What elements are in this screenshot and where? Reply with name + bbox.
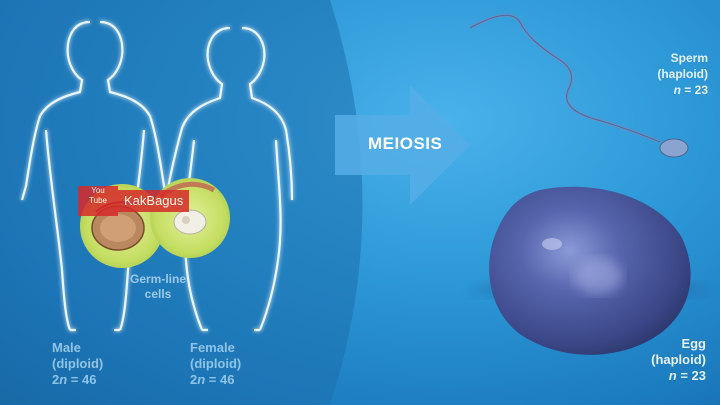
germ-line-label: Germ-line cells <box>118 272 198 302</box>
egg-n-var: n <box>668 368 677 383</box>
sperm-cell <box>469 13 689 158</box>
sperm-n-var: n <box>673 83 681 97</box>
sperm-ploidy: n = 23 <box>657 82 708 98</box>
germ-line-line2: cells <box>144 287 172 301</box>
male-line2: (diploid) <box>52 356 104 371</box>
male-ploidy: 2n = 46 <box>52 372 103 388</box>
sperm-label: Sperm (haploid) n = 23 <box>657 50 708 98</box>
male-n-suffix: = 46 <box>67 372 97 387</box>
female-ploidy: 2n = 46 <box>190 372 241 388</box>
egg-n-suffix: = 23 <box>676 368 706 383</box>
female-n-prefix: 2 <box>190 372 198 387</box>
egg-label: Egg (haploid) n = 23 <box>651 336 706 384</box>
logo-line2: Tube <box>89 196 107 205</box>
female-n-suffix: = 46 <box>205 372 235 387</box>
germ-line-line1: Germ-line <box>129 272 186 286</box>
male-label: Male (diploid) 2n = 46 <box>52 340 103 388</box>
male-n-prefix: 2 <box>52 372 60 387</box>
logo-line1: You <box>91 186 105 195</box>
female-line1: Female <box>190 340 235 355</box>
female-label: Female (diploid) 2n = 46 <box>190 340 241 388</box>
male-n-var: n <box>59 372 68 387</box>
male-line1: Male <box>52 340 81 355</box>
egg-ploidy: n = 23 <box>651 368 706 384</box>
egg-line2: (haploid) <box>651 352 706 367</box>
meiosis-label: MEIOSIS <box>368 134 443 153</box>
egg-line1: Egg <box>681 336 706 351</box>
youtube-logo: You Tube <box>78 186 118 216</box>
female-n-var: n <box>197 372 206 387</box>
meiosis-arrow <box>335 85 470 205</box>
sperm-line1: Sperm <box>670 51 708 65</box>
sperm-n-suffix: = 23 <box>680 83 708 97</box>
watermark-text: KakBagus <box>118 190 190 212</box>
egg-cell <box>470 186 710 355</box>
sperm-line2: (haploid) <box>657 67 708 81</box>
female-line2: (diploid) <box>190 356 242 371</box>
